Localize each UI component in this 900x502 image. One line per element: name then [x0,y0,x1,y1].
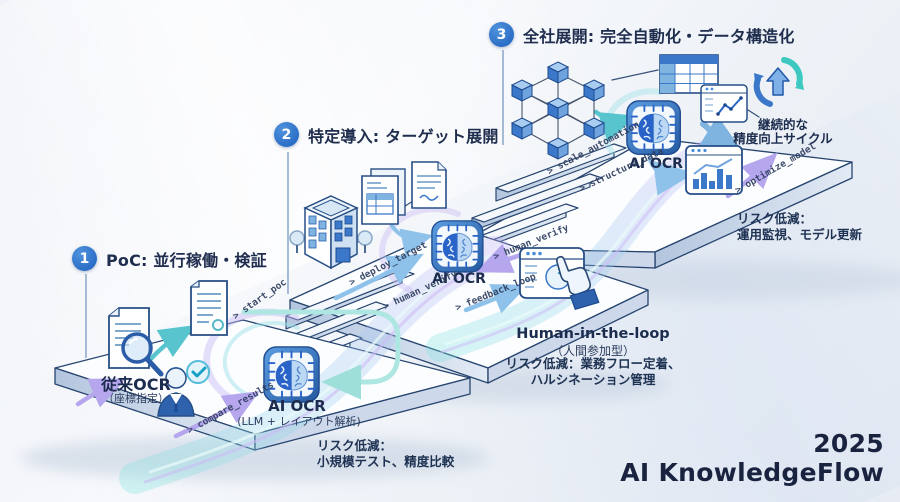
reviewer-person-icon [157,360,210,417]
step-1-title: PoC: 並行稼働・検証 [106,250,267,270]
ai-ocr-deploy-label: AI OCR [432,271,486,287]
risk-note-deploy-line2: ハルシネーション管理 [530,372,656,388]
step-3-header: 3 全社展開: 完全自動化・データ構造化 [489,22,795,47]
start-poc-document-icon [190,280,228,336]
hitl-sublabel: （人間参加型） [550,344,636,358]
legacy-ocr-sublabel: （座標指定） [103,392,169,405]
cube-network-icon [511,61,605,160]
risk-note-deploy-line1: リスク低減：業務フロー定着、 [505,356,681,371]
cycle-label-line2: 精度向上サイクル [733,131,833,146]
risk-note-poc-line1: リスク低減： [317,438,393,453]
line-chart-window-icon [700,84,748,123]
legacy-ocr-label: 従来OCR [101,375,171,394]
step-1-header: 1 PoC: 並行稼働・検証 [72,246,267,271]
office-building-icon [289,195,373,270]
hitl-browser-touch-icon [519,247,600,310]
bar-chart-window-icon [685,145,743,195]
risk-note-poc-line2: 小規模テスト、精度比較 [317,454,455,470]
step-3-badge: 3 [489,22,514,47]
hitl-label: Human-in-the-loop [516,326,670,342]
step-2-header: 2 特定導入: ターゲット展開 [274,122,499,147]
continuous-cycle-icon [753,57,804,107]
step-3-title: 全社展開: 完全自動化・データ構造化 [523,26,795,46]
step-connector-lines [85,50,504,358]
risk-note-scale: リスク低減： 運用監視、モデル更新 [737,211,862,244]
risk-note-scale-line1: リスク低減： [737,211,813,226]
risk-note-deploy: リスク低減：業務フロー定着、 ハルシネーション管理 [505,356,680,389]
footer-year: 2025 [813,429,884,458]
legacy-ocr-document-magnifier-icon [108,307,164,377]
ai-ocr-poc-label: AI OCR [268,397,326,415]
ai-ocr-chip-icon-poc [263,346,320,403]
risk-note-poc: リスク低減： 小規模テスト、精度比較 [317,438,454,471]
ai-ocr-chip-icon-deploy [431,220,484,273]
step-2-badge: 2 [274,122,299,147]
risk-note-scale-line2: 運用監視、モデル更新 [737,227,863,243]
form-document-icon [361,168,406,225]
cycle-label-line1: 継続的な [757,117,809,132]
step-2-title: 特定導入: ターゲット展開 [308,126,499,146]
footer-brand-block: 2025 AI KnowledgeFlow [620,429,884,487]
footer-brand: AI KnowledgeFlow [620,457,884,487]
poc-loop-path [241,309,401,400]
step-1-badge: 1 [72,246,97,271]
ai-ocr-poc-sublabel: (LLM + レイアウト解析) [237,415,361,428]
ai-ocr-scale-label: AI OCR [629,156,683,172]
text-document-icon [411,161,447,209]
